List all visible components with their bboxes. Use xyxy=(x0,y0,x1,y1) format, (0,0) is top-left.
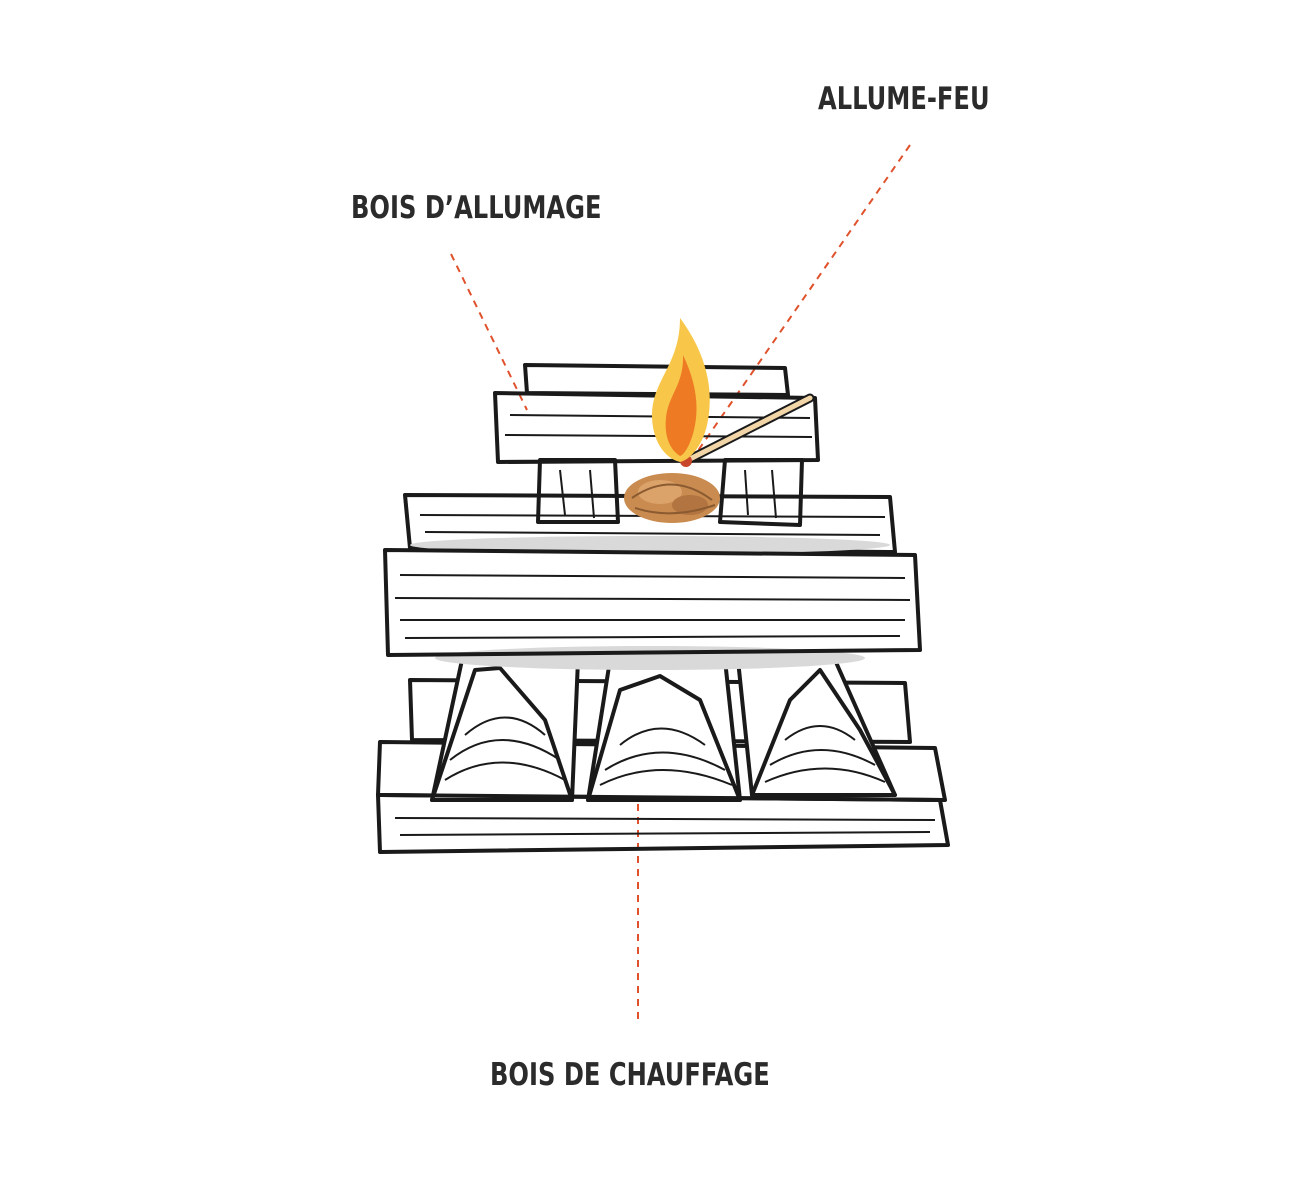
match-icon xyxy=(680,393,815,467)
firewood-middle-front xyxy=(383,548,922,657)
label-kindling: BOIS D’ALLUMAGE xyxy=(351,190,602,226)
split-log-right-face xyxy=(750,668,897,797)
leader-line-fire-starter xyxy=(694,144,911,456)
split-log-grain xyxy=(444,716,886,786)
wood-wool-icon xyxy=(624,473,720,523)
label-firewood: BOIS DE CHAUFFAGE xyxy=(490,1057,770,1093)
label-fire-starter: ALLUME-FEU xyxy=(818,81,990,117)
leader-lines xyxy=(450,144,911,1022)
firewood-bottom-front xyxy=(376,793,950,854)
firewood-split-logs xyxy=(430,658,897,802)
leader-line-kindling xyxy=(450,253,528,411)
split-log-middle-face xyxy=(586,674,742,802)
flame-icon xyxy=(652,318,710,462)
